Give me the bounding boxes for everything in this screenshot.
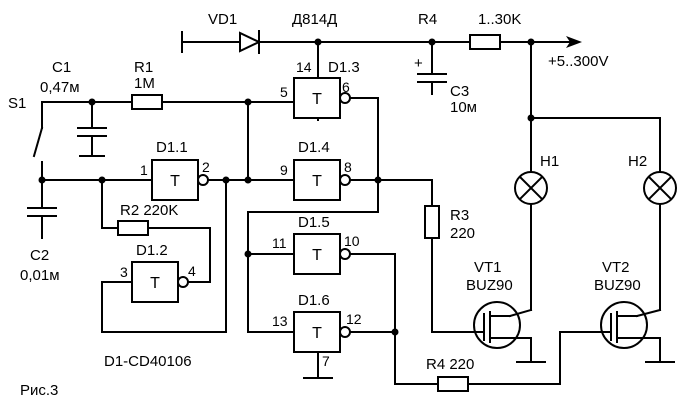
label-ic-type: D1-CD40106 bbox=[104, 353, 192, 370]
pin-10: 10 bbox=[344, 233, 360, 249]
gate-d1-5-symbol: T bbox=[312, 247, 322, 264]
gate-d1-4-symbol: T bbox=[312, 173, 322, 190]
capacitor-c1 bbox=[77, 101, 107, 157]
mosfet-vt2 bbox=[600, 301, 662, 349]
resistor-r1 bbox=[131, 94, 163, 110]
label-d1-4: D1.4 bbox=[298, 139, 330, 156]
resistor-r4-supply bbox=[469, 34, 501, 50]
switch-s1 bbox=[32, 101, 44, 181]
label-r1-value: 1M bbox=[134, 75, 155, 92]
label-c2: C2 bbox=[30, 247, 49, 264]
label-vt2-type: BUZ90 bbox=[594, 277, 641, 294]
resistor-r4-gate bbox=[437, 376, 469, 392]
label-c3-value: 10м bbox=[450, 99, 477, 116]
label-supply: +5..300V bbox=[548, 53, 608, 70]
label-d1-1: D1.1 bbox=[156, 139, 188, 156]
pin-11: 11 bbox=[272, 235, 287, 251]
label-r4-top: R4 bbox=[418, 11, 437, 28]
mosfet-vt1 bbox=[473, 301, 533, 349]
pin-8: 8 bbox=[344, 159, 352, 175]
label-c3-plus: + bbox=[414, 55, 423, 72]
pin-14: 14 bbox=[296, 59, 312, 75]
label-r2: R2 220K bbox=[120, 202, 178, 219]
label-r1: R1 bbox=[134, 59, 153, 76]
label-r4-top-value: 1..30K bbox=[478, 11, 521, 28]
pin-6: 6 bbox=[342, 79, 350, 95]
pin-5: 5 bbox=[280, 84, 288, 100]
label-vd1: VD1 bbox=[208, 11, 237, 28]
resistor-r2 bbox=[117, 220, 149, 236]
lamp-h1 bbox=[514, 171, 548, 205]
pin-2: 2 bbox=[202, 159, 210, 175]
gate-d1-6-symbol: T bbox=[312, 325, 322, 342]
label-zener: Д814Д bbox=[292, 11, 337, 28]
label-r3-value: 220 bbox=[450, 225, 475, 242]
pin-7: 7 bbox=[322, 353, 330, 369]
label-vt2: VT2 bbox=[602, 259, 630, 276]
label-d1-5: D1.5 bbox=[298, 214, 330, 231]
label-d1-2: D1.2 bbox=[136, 242, 168, 259]
pin-9: 9 bbox=[280, 162, 288, 178]
label-vt1: VT1 bbox=[474, 259, 502, 276]
label-c1-value: 0,47м bbox=[40, 79, 80, 96]
label-h1: H1 bbox=[540, 153, 559, 170]
resistor-r3 bbox=[424, 205, 440, 239]
label-r3: R3 bbox=[450, 207, 469, 224]
pin-13: 13 bbox=[272, 313, 288, 329]
gate-d1-3-symbol: T bbox=[312, 91, 322, 108]
label-d1-6: D1.6 bbox=[298, 292, 330, 309]
pin-3: 3 bbox=[120, 264, 128, 280]
capacitor-c3 bbox=[417, 41, 447, 95]
label-c1: C1 bbox=[52, 59, 71, 76]
gate-d1-2-symbol: T bbox=[150, 275, 160, 292]
label-s1: S1 bbox=[8, 95, 26, 112]
capacitor-c2 bbox=[27, 179, 57, 239]
gate-d1-5 bbox=[293, 233, 341, 275]
supply-arrow-icon bbox=[566, 36, 582, 48]
pin-1: 1 bbox=[140, 162, 148, 178]
power-rail bbox=[181, 30, 582, 54]
lamp-h2 bbox=[643, 171, 677, 205]
pin-12: 12 bbox=[346, 311, 362, 327]
figure-caption: Рис.3 bbox=[20, 382, 58, 399]
label-c3: C3 bbox=[450, 83, 469, 100]
pin-4: 4 bbox=[188, 263, 196, 279]
gate-d1-1-symbol: T bbox=[170, 173, 180, 190]
label-r4-bottom: R4 220 bbox=[426, 356, 474, 373]
label-h2: H2 bbox=[628, 153, 647, 170]
zener-diode-vd1 bbox=[239, 31, 262, 53]
label-vt1-type: BUZ90 bbox=[466, 277, 513, 294]
label-c2-value: 0,01м bbox=[20, 267, 60, 284]
label-d1-3: D1.3 bbox=[328, 59, 360, 76]
